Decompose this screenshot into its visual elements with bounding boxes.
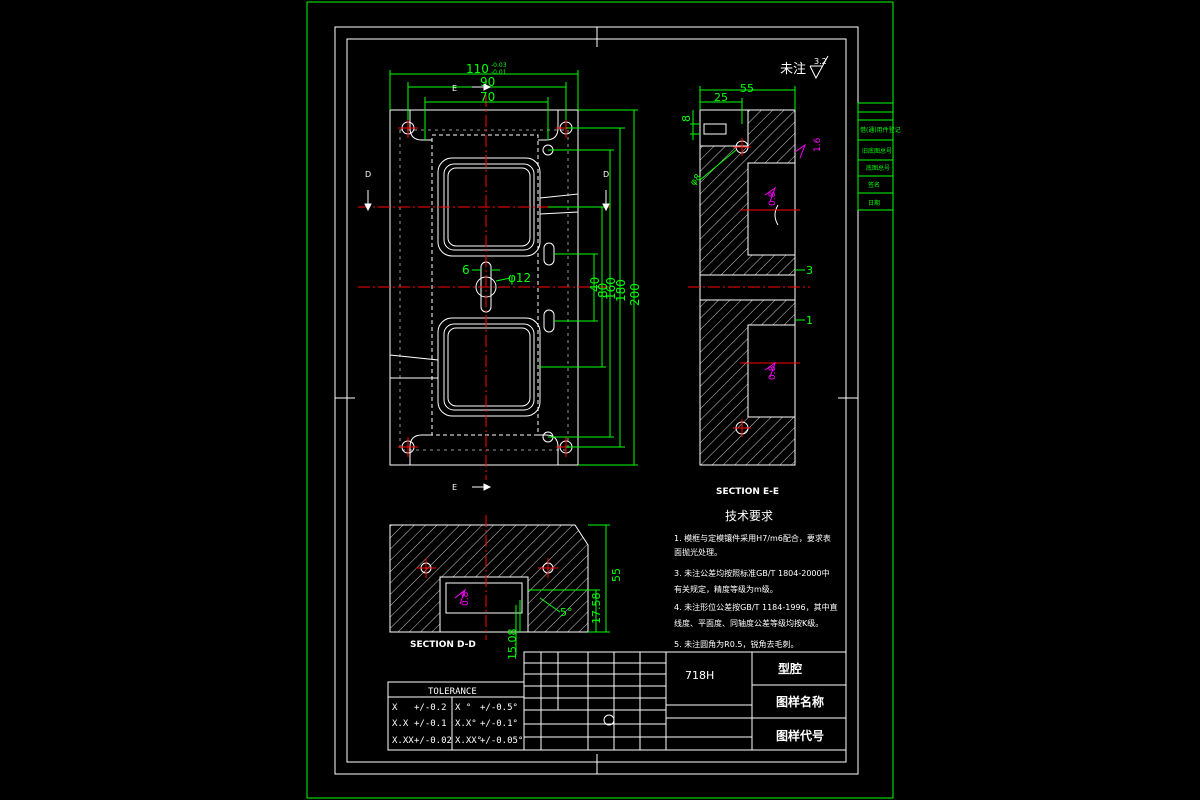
side-row-3: 底图总号 xyxy=(866,164,890,172)
tech-item-3b: 有关规定，精度等级为m级。 xyxy=(674,584,778,594)
dim-110: 110 xyxy=(466,62,489,76)
side-row-5: 日期 xyxy=(868,199,880,207)
tol-r2-c1: X.X xyxy=(392,719,409,729)
section-label-d-left: D xyxy=(365,170,371,179)
tech-item-4b: 线度、平面度、同轴度公差等级均按K级。 xyxy=(674,618,823,628)
tol-r2-c3: X.X° xyxy=(455,719,477,729)
ee-rough-16: 1.6 xyxy=(813,137,823,152)
ee-dim-25: 25 xyxy=(714,91,728,104)
section-e-e-title: SECTION E-E xyxy=(716,487,779,497)
roughness-marks-d-d xyxy=(454,588,467,605)
tech-requirements: 1. 模框与定模镶件采用H7/m6配合，要求表 面抛光处理。 3. 未注公差均按… xyxy=(674,533,838,649)
surface-value: 3.2 xyxy=(814,57,827,66)
surface-note: 未注 xyxy=(780,62,806,77)
dim-180: 180 xyxy=(614,279,628,302)
side-row-2: 旧底图总号 xyxy=(862,147,892,155)
dim-110-tol-up: -0.03 xyxy=(491,62,507,69)
tol-r1-c4: +/-0.5° xyxy=(480,703,518,713)
title-block xyxy=(523,651,847,751)
title-part-name: 型腔 xyxy=(778,661,802,676)
section-label-e-bottom: E xyxy=(452,483,457,492)
ee-dim-1: 1 xyxy=(806,314,813,327)
dim-phi12: φ12 xyxy=(508,271,531,285)
side-row-1: 借(通)用件登记 xyxy=(860,126,901,134)
tech-item-3: 3. 未注公差均按照标准GB/T 1804-2000中 xyxy=(674,568,830,578)
dd-rough-08: 0.8 xyxy=(461,591,471,606)
tech-item-5: 5. 未注圆角为R0.5，锐角去毛刺。 xyxy=(674,639,798,649)
section-d-d-dims xyxy=(515,524,610,655)
plan-dimensions xyxy=(389,70,638,466)
dim-40: 40 xyxy=(588,277,602,292)
dd-dim-55: 55 xyxy=(610,568,623,582)
ee-dim-8: 8 xyxy=(680,115,693,122)
dim-70: 70 xyxy=(480,90,495,104)
roughness-symbol-icon xyxy=(809,55,829,80)
title-drawing-code: 图样代号 xyxy=(776,728,824,743)
ee-rough-08a: 0.8 xyxy=(768,191,778,206)
section-d-d-title: SECTION D-D xyxy=(410,640,476,650)
tol-r1-c2: +/-0.2 xyxy=(414,703,447,713)
section-e-e-dims xyxy=(690,86,805,321)
dim-200: 200 xyxy=(628,283,642,306)
tolerance-title: TOLERANCE xyxy=(428,687,477,697)
drawing-frames xyxy=(306,1,894,799)
roughness-marks-e-e xyxy=(764,143,807,378)
section-label-e-top: E xyxy=(452,84,457,93)
dim-110-tol-dn: -0.01 xyxy=(491,69,507,76)
projection-symbol-icon xyxy=(603,714,615,726)
dd-dim-15: 15.08 xyxy=(506,629,519,661)
title-material: 718H xyxy=(685,669,714,682)
dd-dim-angle: 5° xyxy=(560,606,573,619)
section-e-e xyxy=(688,109,810,466)
ee-dim-55: 55 xyxy=(740,82,754,95)
tol-r3-c1: X.XX xyxy=(392,736,414,746)
ee-rough-08b: 0.8 xyxy=(768,365,778,380)
title-drawing-name: 图样名称 xyxy=(776,694,824,709)
tol-r3-c2: +/-0.02 xyxy=(414,736,452,746)
tol-r1-c1: X xyxy=(392,703,398,713)
tol-r1-c3: X ° xyxy=(455,703,471,713)
section-label-d-right: D xyxy=(603,170,609,179)
tech-item-1b: 面抛光处理。 xyxy=(674,547,722,557)
tol-r2-c2: +/-0.1 xyxy=(414,719,447,729)
tol-r3-c3: X.XX° xyxy=(455,736,482,746)
side-registration-table xyxy=(857,102,894,211)
tech-item-4: 4. 未注形位公差按GB/T 1184-1996，其中直 xyxy=(674,602,838,612)
dd-dim-17: 17.58 xyxy=(590,593,603,625)
dim-6: 6 xyxy=(462,263,470,277)
side-row-4: 签名 xyxy=(868,181,880,189)
tech-heading: 技术要求 xyxy=(725,509,773,523)
tech-item-1: 1. 模框与定模镶件采用H7/m6配合，要求表 xyxy=(674,533,831,543)
tol-r2-c4: +/-0.1° xyxy=(480,719,518,729)
section-markers xyxy=(364,83,610,491)
ee-dim-3: 3 xyxy=(806,264,813,277)
dim-160: 160 xyxy=(604,277,618,300)
section-d-d xyxy=(389,515,589,640)
plan-view xyxy=(358,95,610,480)
tol-r3-c4: +/-0.05° xyxy=(480,736,523,746)
dim-80: 80 xyxy=(596,283,610,298)
